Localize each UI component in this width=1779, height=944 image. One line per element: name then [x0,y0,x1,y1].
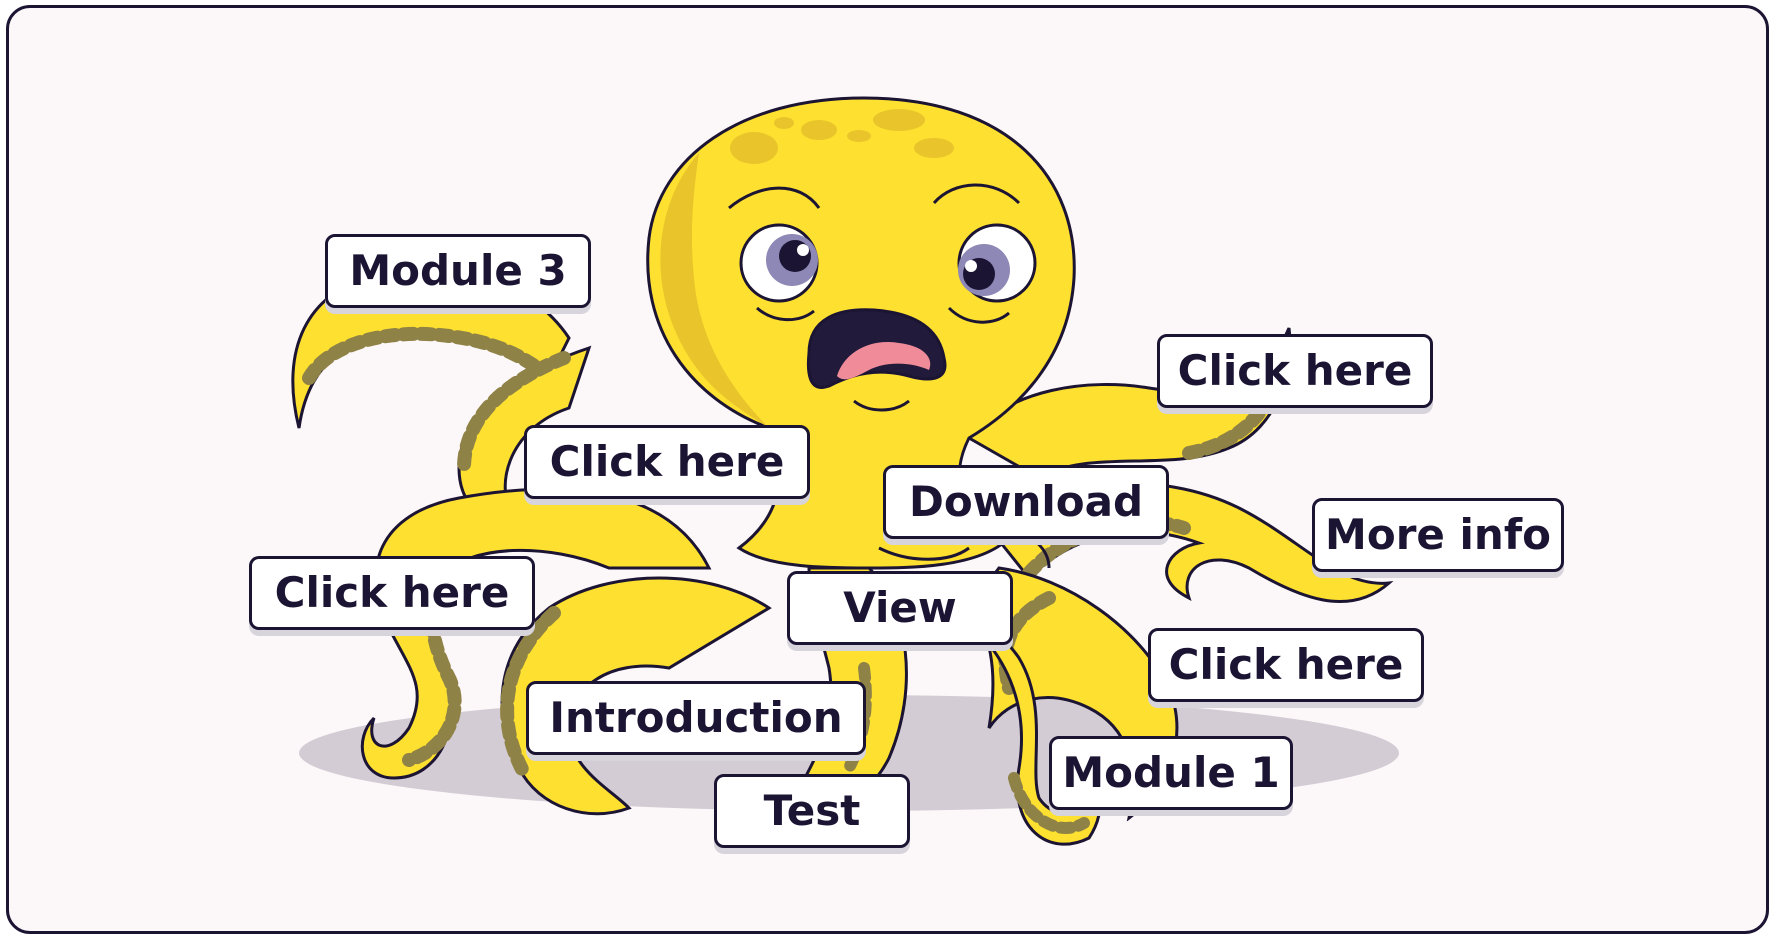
module-1-button[interactable]: Module 1 [1049,736,1293,810]
download-button[interactable]: Download [883,465,1169,539]
tongue [837,342,931,380]
tentacle-sucker-band [457,351,571,475]
more-info-button[interactable]: More info [1312,498,1564,572]
head-spot [801,120,837,140]
right-eye-glint [965,260,977,272]
head-spot [730,132,778,164]
chin-line [853,399,910,412]
left-eye-bag [756,306,815,322]
view-button[interactable]: View [787,571,1013,645]
introduction-button[interactable]: Introduction [526,681,866,755]
right-eye-bag [947,306,1010,324]
test-button[interactable]: Test [714,774,910,848]
click-here-right-button[interactable]: Click here [1148,628,1424,702]
head-spot [914,138,954,158]
head-spot [847,130,871,142]
illustration-card: Module 3 Click here Click here Download … [6,5,1769,934]
head-spot [774,117,794,129]
tentacle-sucker-band [302,326,551,385]
left-pupil [779,240,811,272]
head-shade [660,153,769,428]
right-eyebrow [932,183,1021,205]
tentacle-sucker-band [1008,772,1090,834]
module-3-button[interactable]: Module 3 [325,234,591,308]
click-here-top-left-button[interactable]: Click here [524,425,810,499]
click-here-top-right-button[interactable]: Click here [1157,334,1433,408]
body-crease [878,546,970,561]
left-eyebrow [728,186,821,210]
head-spot [873,109,925,131]
click-here-left-button[interactable]: Click here [249,556,535,630]
left-eye-glint [797,244,809,256]
tentacle-sucker-band [500,606,561,780]
